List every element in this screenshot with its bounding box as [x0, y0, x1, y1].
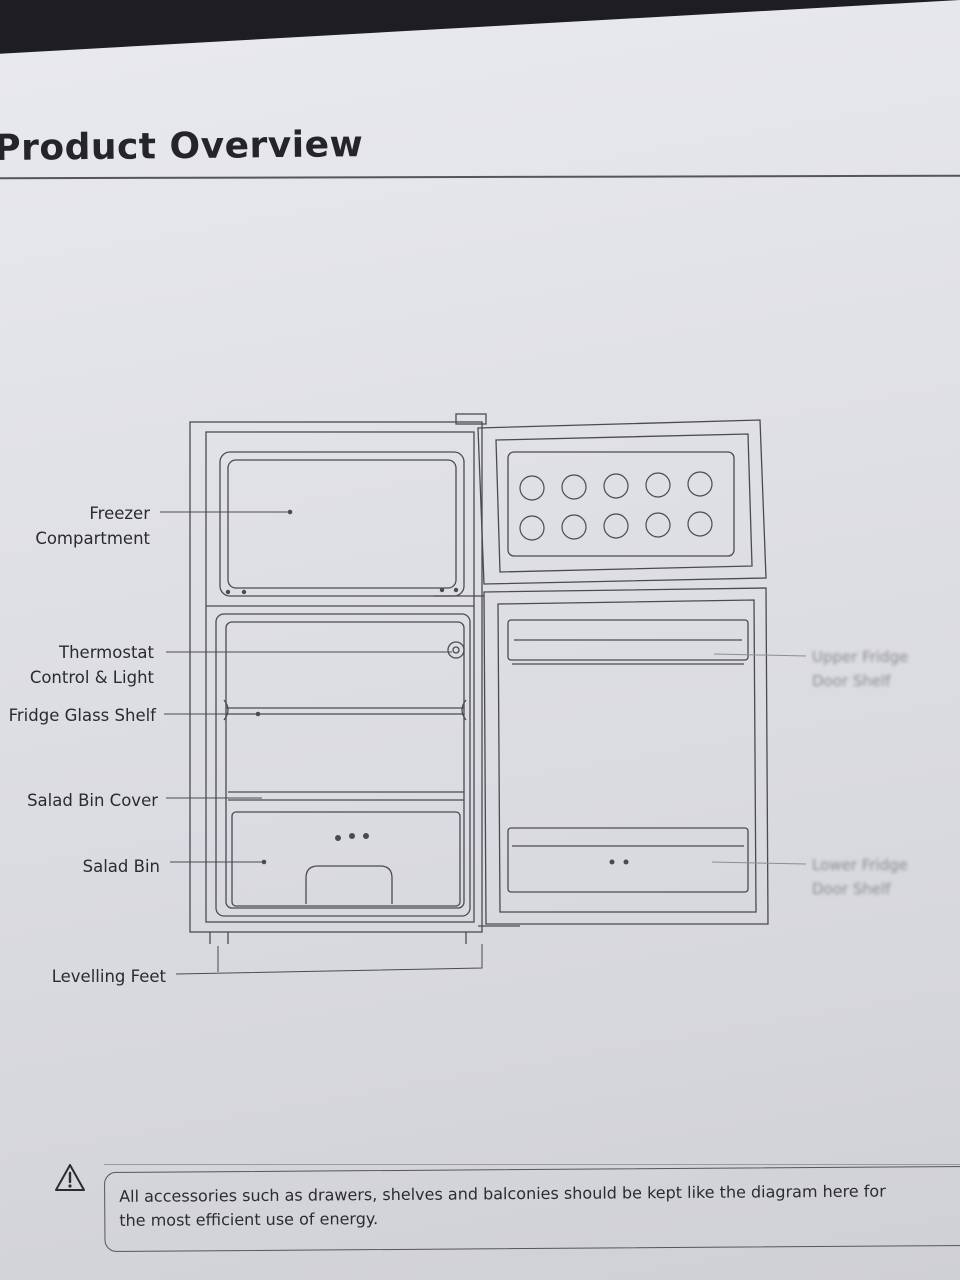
- egg-hole: [687, 511, 713, 537]
- upper-shelf-label-line2: Door Shelf: [812, 672, 891, 690]
- indicator-dot: [453, 587, 459, 593]
- bin-vent: [363, 833, 369, 839]
- feet-label: Levelling Feet: [52, 967, 167, 986]
- lower-shelf-leader: [711, 861, 807, 865]
- bin-cover-label: Salad Bin Cover: [27, 791, 158, 810]
- feet-leader: [175, 944, 483, 975]
- upper-shelf-label-line1: Upper Fridge: [812, 648, 908, 666]
- salad-bin-leader-dot: [261, 859, 267, 865]
- freezer-door-inner: [495, 433, 753, 573]
- lower-shelf-label-line2: Door Shelf: [812, 880, 891, 898]
- shelf-clip: [623, 859, 629, 865]
- salad-bin-label: Salad Bin: [83, 857, 160, 876]
- warning-triangle-icon: [55, 1164, 85, 1191]
- egg-hole: [603, 513, 629, 539]
- bin-vent: [349, 833, 355, 839]
- egg-hole: [561, 474, 587, 500]
- thermostat-dial: [447, 641, 465, 659]
- thermostat-knob: [452, 646, 460, 654]
- energy-notice-text: All accessories such as drawers, shelves…: [119, 1181, 886, 1230]
- fridge-door-inner: [497, 599, 757, 913]
- freezer-label-line1: Freezer: [89, 504, 150, 523]
- egg-hole: [519, 515, 545, 541]
- egg-hole: [645, 472, 671, 498]
- upper-shelf-leader: [713, 653, 807, 657]
- egg-hole: [687, 471, 713, 497]
- ice-tray-panel: [507, 451, 735, 557]
- cabinet-outline: [189, 421, 483, 933]
- egg-hole: [561, 514, 587, 540]
- upper-door-shelf-outline: [507, 619, 749, 661]
- lower-shelf-label-line1: Lower Fridge: [812, 856, 908, 874]
- egg-hole: [645, 512, 671, 538]
- fridge-compartment-inner: [225, 621, 465, 909]
- fridge-door-outline: [483, 587, 769, 925]
- egg-tray: [519, 471, 713, 541]
- energy-notice-box: All accessories such as drawers, shelves…: [104, 1165, 960, 1252]
- freezer-compartment-inner: [227, 459, 457, 589]
- thermostat-label-line1: Thermostat: [58, 643, 155, 662]
- lower-door-shelf-outline: [507, 827, 749, 893]
- top-hinge: [455, 413, 487, 425]
- glass-shelf-label: Fridge Glass Shelf: [9, 706, 158, 725]
- salad-bin-outline: [231, 811, 461, 907]
- freezer-compartment-outline: [219, 451, 465, 597]
- thermostat-label-line2: Control & Light: [30, 668, 155, 687]
- shelf-support-right: [461, 699, 467, 721]
- indicator-dot: [225, 589, 231, 595]
- freezer-leader-dot: [287, 509, 293, 515]
- freezer-door-outline: [477, 419, 767, 585]
- shelf-support-left: [223, 699, 229, 721]
- freezer-label-line2: Compartment: [35, 529, 150, 548]
- fridge-compartment-outline: [215, 613, 471, 917]
- bin-vent: [335, 835, 341, 841]
- glass-shelf-leader-dot: [255, 711, 261, 717]
- cabinet-inner-outline: [205, 431, 475, 923]
- egg-hole: [519, 475, 545, 501]
- notice-divider: [104, 1164, 960, 1165]
- indicator-dot: [241, 589, 247, 595]
- indicator-dot: [439, 587, 445, 593]
- egg-hole: [603, 473, 629, 499]
- salad-bin-handle: [305, 865, 393, 904]
- shelf-clip: [609, 859, 615, 865]
